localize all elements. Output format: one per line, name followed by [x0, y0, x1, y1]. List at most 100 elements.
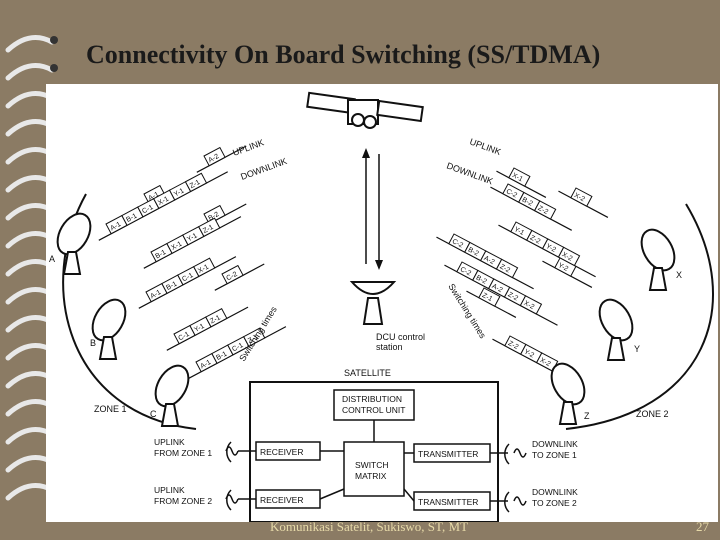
receiver-2-label: RECEIVER: [260, 495, 303, 505]
burst-slot-label: B-1: [215, 351, 228, 362]
downlink-zone2-label-1: DOWNLINK: [532, 487, 578, 497]
burst-slot-label: Z-2: [507, 340, 520, 351]
burst-slot-label: Z-2: [529, 234, 542, 245]
burst-slot-label: A-1: [109, 221, 122, 232]
burst-slot-label: Y-2: [523, 348, 535, 359]
burst-slot-label: A-1: [199, 359, 212, 370]
distribution-label-1: DISTRIBUTION: [342, 394, 402, 404]
burst-slot-label: B-2: [467, 246, 480, 257]
burst-slot: [554, 257, 577, 277]
burst-slot-label: Z-1: [209, 314, 222, 325]
burst-slot: [193, 257, 216, 278]
burst-slot: [205, 307, 228, 328]
burst-slot-label: Z-2: [507, 291, 520, 302]
footer-text: Komunikasi Satelit, Sukiswo, ST, MT: [270, 519, 469, 534]
station-x-label: X: [676, 270, 682, 280]
burst-slot-label: B-1: [165, 281, 178, 292]
right-burst-row: Y-1Z-2Y-2X-2: [498, 221, 596, 278]
left-burst-row: A-1B-1C-1X-1: [138, 256, 237, 309]
burst-slot-label: Y-1: [173, 187, 185, 198]
burst-slot-label: Z-1: [481, 292, 494, 303]
station-y-dish-icon: [598, 298, 634, 361]
burst-slot-label: C-2: [505, 188, 518, 200]
burst-slot-label: X-2: [539, 357, 552, 368]
downlink-zone2-label-2: TO ZONE 2: [532, 498, 577, 508]
burst-slot-label: C-1: [141, 204, 154, 216]
downlink-zone1-label-2: TO ZONE 1: [532, 450, 577, 460]
burst-slot-label: Y-1: [193, 323, 205, 334]
station-z-dish-icon: [550, 362, 586, 425]
burst-slot: [495, 258, 519, 279]
burst-slot: [221, 264, 244, 285]
left-burst-row: A-1B-1C-1Z-1: [188, 326, 287, 379]
right-burst-row: C-2B-2Z-2: [490, 183, 572, 231]
burst-slot-label: A-1: [149, 289, 162, 300]
burst-slot-label: A-1: [147, 191, 160, 202]
right-burst-row: Y-2: [542, 257, 593, 288]
page-number: 27: [696, 519, 709, 534]
station-x-dish-icon: [640, 228, 676, 291]
switch-label-2: MATRIX: [355, 471, 387, 481]
burst-slot: [203, 146, 226, 167]
satellite-label: SATELLITE: [344, 368, 391, 378]
burst-slot: [570, 187, 593, 207]
right-burst-row: Z-1: [466, 287, 517, 318]
burst-slot-label: C-1: [231, 342, 244, 354]
burst-slot: [519, 295, 543, 315]
transmitter-2-label: TRANSMITTER: [418, 497, 478, 507]
switch-matrix: [343, 441, 405, 497]
downlink-zone1-label-1: DOWNLINK: [532, 439, 578, 449]
burst-slot-label: A-2: [207, 153, 220, 164]
left-burst-rows: A-2A-1A-1B-1C-1X-1Y-1Z-1B-2B-1X-1Y-1Z-1A…: [98, 145, 287, 379]
station-a-dish-icon: [56, 212, 92, 275]
dcu-label-1: DCU control: [376, 332, 425, 342]
station-b-label: B: [90, 338, 96, 348]
burst-slot-label: Y-1: [513, 226, 525, 237]
burst-slot-label: C-1: [177, 331, 190, 343]
burst-slot: [478, 287, 501, 307]
station-b-dish-icon: [91, 298, 127, 360]
burst-slot-label: Z-2: [537, 205, 550, 216]
zone1-label: ZONE 1: [94, 404, 127, 414]
burst-slot-label: B-2: [521, 196, 534, 207]
station-y-label: Y: [634, 344, 640, 354]
station-z-label: Z: [584, 411, 590, 421]
switch-label-1: SWITCH: [355, 460, 389, 470]
right-burst-row: C-2B-2A-2Z-2X-2: [444, 261, 558, 326]
switching-diagram: DCU control station A-2A-1A-1B-1C-1X-1Y-…: [46, 84, 718, 522]
left-burst-row: B-1X-1Y-1Z-1: [143, 216, 242, 269]
burst-slot: [508, 167, 531, 187]
burst-slot-label: Y-1: [186, 232, 198, 243]
right-burst-row: X-2: [558, 187, 609, 218]
burst-slot-label: X-1: [511, 172, 524, 183]
burst-slot-label: B-2: [475, 274, 488, 285]
uplink-zone1-label-2: FROM ZONE 1: [154, 448, 212, 458]
burst-slot: [533, 200, 557, 220]
burst-slot-label: B-1: [154, 249, 167, 260]
uplink-zone2-label-2: FROM ZONE 2: [154, 496, 212, 506]
receiver-1-label: RECEIVER: [260, 447, 303, 457]
left-burst-row: C-1Y-1Z-1: [166, 306, 249, 351]
burst-slot-label: X-1: [157, 196, 170, 207]
burst-slot-label: B-2: [207, 211, 220, 222]
burst-slot-label: X-1: [170, 241, 183, 252]
station-c-dish-icon: [154, 364, 190, 427]
burst-slot-label: C-2: [459, 266, 472, 278]
station-c-label: C: [150, 409, 157, 419]
zone2-label: ZONE 2: [636, 409, 669, 419]
right-burst-row: X-1: [496, 167, 547, 198]
burst-slot-label: X-2: [561, 251, 574, 262]
distribution-label-2: CONTROL UNIT: [342, 405, 405, 415]
burst-slot-label: B-1: [125, 213, 138, 224]
left-burst-row: A-1B-1C-1X-1Y-1Z-1: [98, 171, 228, 241]
burst-slot-label: Y-2: [545, 243, 557, 254]
burst-slot: [203, 204, 226, 225]
burst-slot: [243, 327, 266, 348]
burst-slot-label: C-2: [451, 238, 464, 250]
slide-title: Connectivity On Board Switching (SS/TDMA…: [86, 40, 601, 69]
zone2-outline: [565, 203, 714, 430]
uplink-zone2-label-1: UPLINK: [154, 485, 185, 495]
dcu-label-2: station: [376, 342, 403, 352]
left-burst-row: A-2: [196, 145, 247, 173]
